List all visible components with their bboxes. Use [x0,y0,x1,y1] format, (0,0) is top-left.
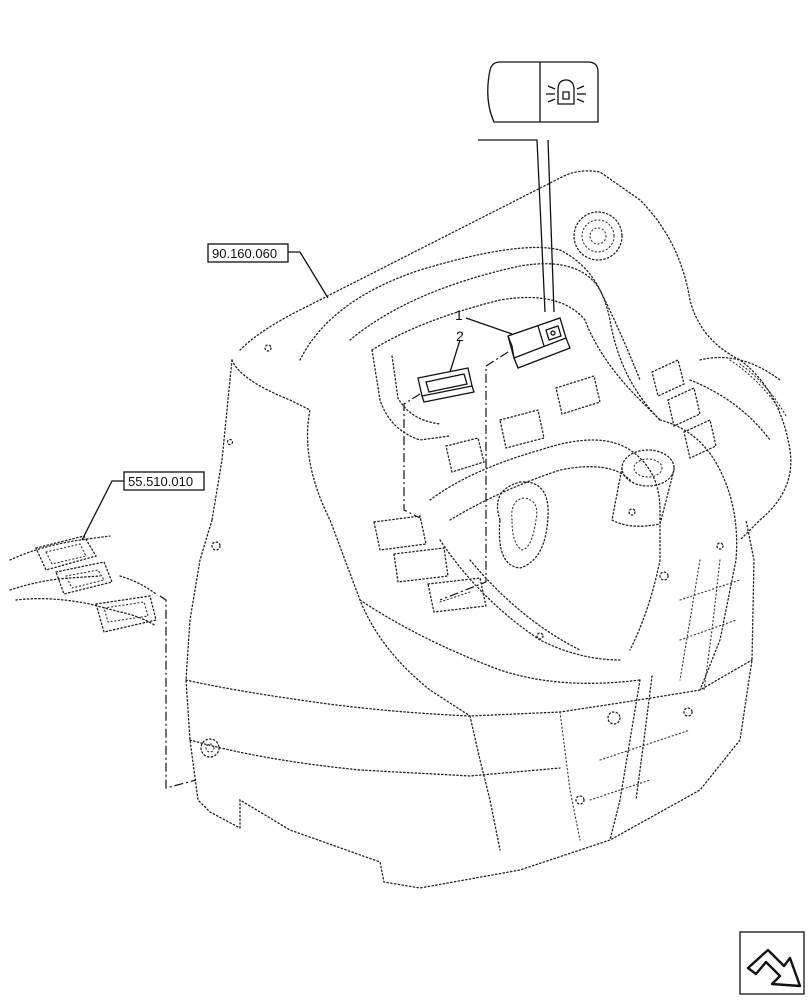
ref-text-harness: 55.510.010 [128,474,193,489]
leader-ref-harness [81,480,124,541]
callout-item-1: 1 [455,307,463,323]
detail-leader-left [478,139,546,313]
installation-guides [159,351,509,789]
switch-detail-inset [487,61,599,123]
leader-ref-cab [288,251,329,299]
blank-plug-item-2 [417,367,475,403]
callout-item-2: 2 [456,328,464,344]
work-light-symbol-icon [546,79,586,105]
leader-item-1 [465,317,513,335]
ref-text-cab: 90.160.060 [212,246,277,261]
cab-body [185,170,792,889]
harness-connectors [9,535,157,633]
ref-label-harness[interactable]: 55.510.010 [123,471,205,491]
ref-box-cab[interactable] [207,243,289,263]
rocker-switch-item-1 [507,317,571,369]
leader-item-2 [449,339,461,373]
detail-leader-right [547,139,555,313]
dashboard-switch-panels [373,359,717,613]
next-page-arrow-icon[interactable] [739,931,805,995]
ref-label-cab[interactable]: 90.160.060 [207,243,289,263]
